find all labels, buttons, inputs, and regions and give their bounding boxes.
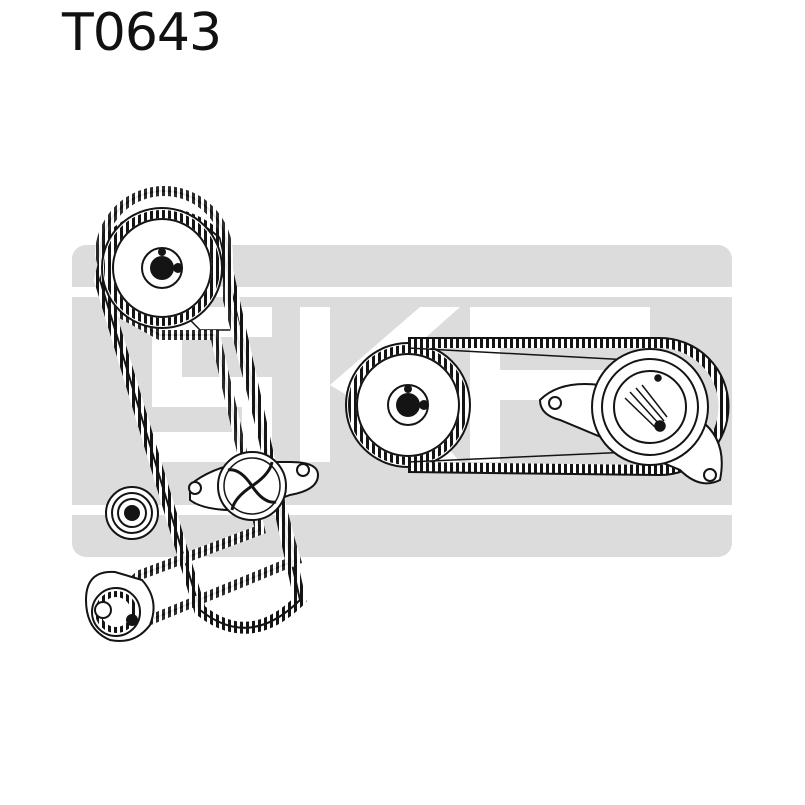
camshaft-sprocket	[101, 207, 223, 329]
auxiliary-sprocket	[84, 570, 155, 642]
part-number-title: T0643	[62, 3, 222, 63]
water-pump-pulley	[188, 451, 320, 521]
idler-pulley	[105, 486, 159, 540]
crankshaft-sprocket	[345, 342, 471, 468]
timing-belt-outline	[94, 186, 303, 626]
tensioner-pulley	[538, 348, 723, 485]
tensioner-gauge	[624, 374, 668, 432]
impeller-vanes	[227, 461, 277, 511]
